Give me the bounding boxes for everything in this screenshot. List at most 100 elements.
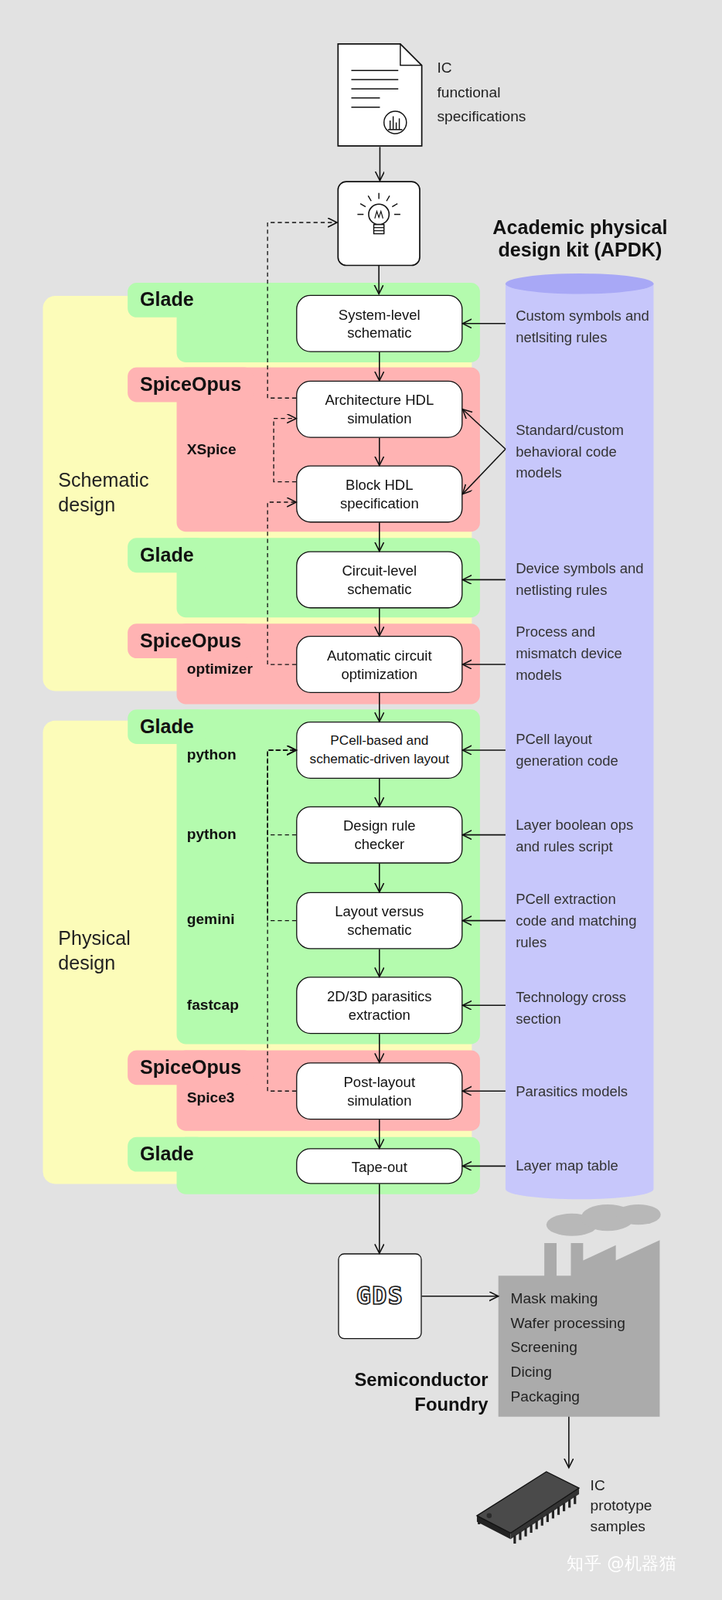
chip-notch [487,1514,493,1520]
flow-arrow [462,664,505,666]
flow-arrow [378,864,381,893]
tool-tab: Glade [127,282,206,318]
box-node: Layout versus schematic [296,892,463,951]
box-node: Block HDL specification [296,465,463,523]
box-node: Design rule checker [296,807,463,865]
band-node: GladeSystem-level schematic [127,282,481,363]
tool-name: Glade [139,289,195,312]
foundry-step: Mask making [510,1290,599,1309]
chip-pin [546,1515,549,1524]
tool-name: Glade [139,715,195,739]
process-label: System-level schematic [316,305,442,343]
feedback-arrow [267,750,297,922]
band-node: GladeTape-out [127,1137,481,1196]
feedback-arrow [267,502,297,665]
kit-item: Layer map table [515,1155,651,1178]
box-node: System-level schematic [296,295,463,353]
flow-arrow [462,579,505,582]
box-node: Circuit-level schematic [296,551,463,609]
process-label: Tape-out [351,1157,408,1176]
flow-arrow [378,950,381,978]
chip-top [476,1472,579,1534]
flow-arrow [378,1184,381,1254]
chip-pin [541,1518,544,1527]
band-node: SpiceOpusSpice3Post-layout simulation [127,1050,481,1131]
chip-pin [551,1511,555,1520]
region-label: Physical design [57,927,166,977]
chip-pin [513,1535,516,1545]
kit-item: Process and mismatch device models [515,622,651,687]
tool-tab: SpiceOpus [127,1050,254,1086]
box-node: Post-layout simulation [296,1062,463,1121]
lightbulb-base [374,224,385,235]
chart-circle [384,111,407,134]
tool-name: Glade [139,1144,195,1167]
foundry-step: Screening [510,1338,578,1358]
flow-arrow [462,920,505,923]
smoke-cloud [616,1205,661,1226]
cylinder-top [505,273,654,294]
flow-arrow [568,1417,570,1469]
region-label: Schematic design [57,468,166,518]
region-node: Physical designGladepythonpythongeminifa… [42,721,472,1186]
tool-sublabel: fastcap [187,995,239,1015]
tool-sublabel: XSpice [187,439,237,459]
chip-pin [524,1529,527,1538]
flow-arrow [379,146,382,181]
band-node: SpiceOpusXSpice Architecture HDL simulati… [127,367,481,533]
chip-pin [568,1500,571,1509]
tool-sublabel: python [187,824,237,844]
document-fold [400,44,423,66]
tool-name: SpiceOpus [139,374,242,397]
factory-building [498,1240,661,1418]
flow-arrow [462,1004,505,1007]
process-label: 2D/3D parasitics extraction [316,987,442,1026]
cyl-node: Academic physical design kit (APDK)Custo… [505,273,654,1200]
chip-shape [474,1468,583,1553]
chip-label: IC prototype samples [590,1475,668,1537]
lightbulb-rays [357,193,400,215]
flow-arrow [378,693,381,722]
kit-item: Technology cross section [515,987,651,1031]
foundry-step: Packaging [510,1387,580,1407]
flow-arrow [378,352,381,382]
chip-node: IC prototype samples [474,1468,583,1553]
process-label: Architecture HDL simulation [316,391,442,429]
band-node: Glade Circuit-level schematic [127,538,481,618]
flow-arrow [378,608,381,637]
file-format-label: GDS [356,1282,404,1312]
kit-item: PCell extraction code and matching rules [515,889,651,954]
tool-tab: Glade [127,709,206,745]
foundry-step: Dicing [510,1363,552,1383]
flow-arrow [462,749,505,752]
tool-sublabel: optimizer [187,659,253,678]
flow-arrow [462,834,505,837]
process-label: Design rule checker [316,817,442,855]
foundry-node: Semiconductor FoundryMask makingWafer pr… [498,1205,662,1418]
feedback-arrow [267,750,297,1092]
flow-arrow [378,1120,381,1149]
tool-name: SpiceOpus [139,630,242,653]
box-node: Automatic circuit optimization [296,636,463,694]
flow-arrow [462,449,505,494]
box-node: 2D/3D parasitics extraction [296,977,463,1035]
lightbulb-thread [374,228,385,232]
process-label: Block HDL specification [316,476,442,514]
doc-node: IC functional specifications [337,42,423,147]
flow-arrow [462,323,505,325]
flow-arrow [378,779,381,808]
region-node: Schematic designGlade System-level schema… [42,296,472,692]
chip-pin [557,1507,560,1516]
flow-arrow [462,1090,505,1093]
idea-box [337,181,420,266]
cylinder-body [505,283,654,1200]
lightbulb-filament [374,211,384,218]
process-label: Post-layout simulation [316,1072,442,1111]
chip-pin [562,1504,566,1513]
tool-tab: Glade [127,538,206,573]
box-node: PCell-based and schematic-driven layout [296,722,463,780]
kit-item: Device symbols and netlisting rules [515,558,651,602]
feedback-arrow [267,750,297,836]
flow-arrow [378,522,381,552]
